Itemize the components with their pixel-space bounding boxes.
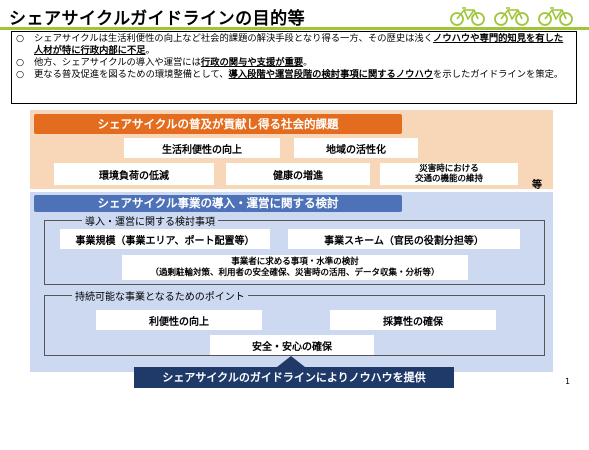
item-disaster-transport: 災害時における 交通の機能の維持 bbox=[380, 163, 518, 185]
bullet-emphasis: 行政の関与や支援が重要 bbox=[200, 57, 304, 68]
item-safety: 安全・安心の確保 bbox=[210, 335, 374, 355]
title-underline bbox=[0, 27, 589, 30]
bullet-emphasis: ノウハウや専門的知見を有した人材が特に行政内部に不足 bbox=[34, 33, 564, 56]
bullet-marker: ○ bbox=[16, 33, 25, 44]
bicycle-icon bbox=[450, 7, 485, 26]
item-regional-revitalization: 地域の活性化 bbox=[294, 138, 418, 158]
bullet-text-part: を示したガイドラインを策定。 bbox=[433, 69, 564, 80]
standards-line-1: 事業者に求める事項・水準の検討 bbox=[231, 256, 359, 267]
bullet-text-part: 他方、シェアサイクルの導入や運営には bbox=[34, 57, 201, 68]
guideline-banner: シェアサイクルのガイドラインによりノウハウを提供 bbox=[134, 367, 454, 388]
item-environment: 環境負荷の低減 bbox=[54, 163, 214, 185]
item-convenience-improvement: 利便性の向上 bbox=[96, 310, 262, 330]
bullet-text-part: シェアサイクルは生活利便性の向上など社会的課題の解決手段となり得る一方、その歴史… bbox=[34, 33, 434, 44]
disaster-line-1: 災害時における bbox=[419, 164, 479, 174]
bullet-marker: ○ bbox=[16, 69, 25, 80]
bicycle-icons bbox=[449, 6, 575, 26]
page-title: シェアサイクルガイドラインの目的等 bbox=[9, 9, 306, 29]
summary-bullet-2: ○ 他方、シェアサイクルの導入や運営には行政の関与や支援が重要。 bbox=[16, 57, 572, 69]
sustainability-frame bbox=[44, 295, 545, 356]
summary-bullet-1: ○ シェアサイクルは生活利便性の向上など社会的課題の解決手段となり得る一方、その… bbox=[16, 33, 572, 57]
up-arrow-icon bbox=[277, 356, 305, 367]
bullet-text: 他方、シェアサイクルの導入や運営には行政の関与や支援が重要。 bbox=[34, 57, 572, 69]
bullet-marker: ○ bbox=[16, 57, 25, 68]
etc-label: 等 bbox=[532, 180, 542, 191]
business-header: シェアサイクル事業の導入・運営に関する検討 bbox=[34, 195, 402, 212]
standards-line-2: （過剰駐輪対策、利用者の安全確保、災害時の活用、データ収集・分析等） bbox=[150, 267, 440, 278]
social-issues-header: シェアサイクルの普及が貢献し得る社会的課題 bbox=[34, 114, 402, 134]
bullet-text-part: 。 bbox=[303, 57, 313, 68]
bicycle-icon bbox=[538, 7, 573, 26]
disaster-line-2: 交通の機能の維持 bbox=[414, 174, 483, 184]
bicycle-icon bbox=[494, 7, 529, 26]
considerations-label: 導入・運営に関する検討事項 bbox=[82, 213, 218, 228]
page-number: 1 bbox=[565, 377, 571, 386]
bullet-emphasis: 導入段階や運営段階の検討事項に関するノウハウ bbox=[228, 69, 434, 80]
bullet-text: シェアサイクルは生活利便性の向上など社会的課題の解決手段となり得る一方、その歴史… bbox=[34, 33, 572, 57]
sustainability-label: 持続可能な事業となるためのポイント bbox=[72, 288, 248, 303]
item-business-scale: 事業規模（事業エリア、ポート配置等） bbox=[60, 229, 270, 249]
item-operator-standards: 事業者に求める事項・水準の検討 （過剰駐輪対策、利用者の安全確保、災害時の活用、… bbox=[122, 255, 468, 280]
summary-box: ○ シェアサイクルは生活利便性の向上など社会的課題の解決手段となり得る一方、その… bbox=[11, 31, 577, 104]
bullet-text: 更なる普及促進を図るための環境整備として、導入段階や運営段階の検討事項に関するノ… bbox=[34, 69, 572, 81]
considerations-frame bbox=[44, 220, 545, 285]
summary-bullet-3: ○ 更なる普及促進を図るための環境整備として、導入段階や運営段階の検討事項に関す… bbox=[16, 69, 572, 81]
bullet-text-part: 。 bbox=[145, 45, 155, 56]
item-convenience: 生活利便性の向上 bbox=[124, 138, 280, 158]
item-business-scheme: 事業スキーム（官民の役割分担等） bbox=[288, 229, 520, 249]
bullet-text-part: 更なる普及促進を図るための環境整備として、 bbox=[34, 69, 229, 80]
item-profitability: 採算性の確保 bbox=[330, 310, 496, 330]
item-health: 健康の増進 bbox=[226, 163, 370, 185]
